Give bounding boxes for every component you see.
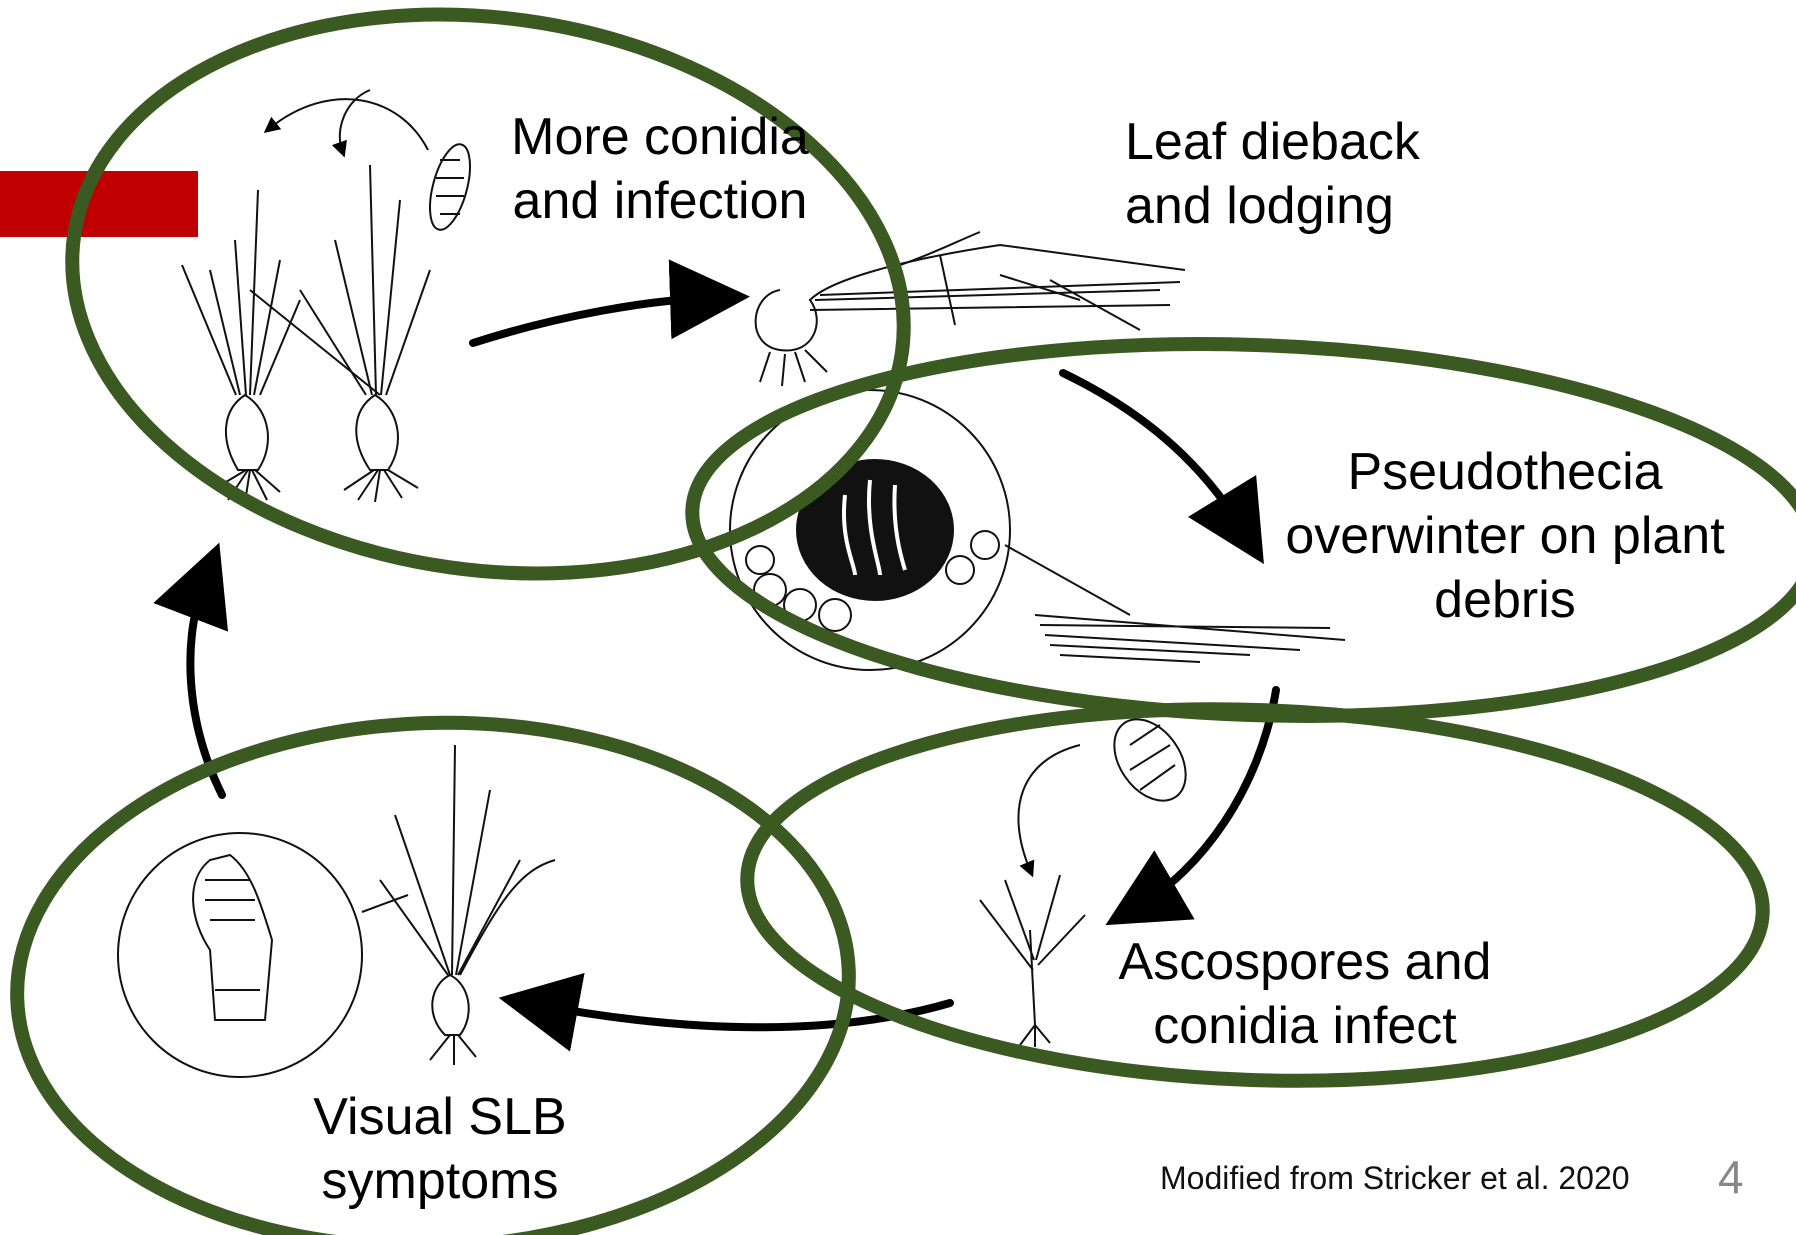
arrow-to-ascospores [1140, 690, 1276, 905]
page-number: 4 [1718, 1150, 1744, 1204]
label-pseudothecia-line2: overwinter on plant [1265, 504, 1745, 568]
label-more-conidia-line2: and infection [485, 169, 835, 233]
label-ascospores: Ascospores and conidia infect [1100, 930, 1510, 1058]
symptomatic-plant-illustration [118, 745, 555, 1077]
arrow-to-pseudothecia [1063, 373, 1243, 530]
onion-plants-illustration [182, 90, 478, 502]
label-pseudothecia-line1: Pseudothecia [1265, 440, 1745, 504]
label-leaf-dieback-line2: and lodging [1125, 174, 1420, 238]
label-ascospores-line1: Ascospores and [1100, 930, 1510, 994]
label-more-conidia: More conidia and infection [485, 105, 835, 233]
label-leaf-dieback: Leaf dieback and lodging [1125, 110, 1420, 238]
label-visual-slb-line1: Visual SLB [290, 1085, 590, 1149]
source-credit: Modified from Stricker et al. 2020 [1160, 1160, 1630, 1197]
label-visual-slb-line2: symptoms [290, 1149, 590, 1213]
label-pseudothecia: Pseudothecia overwinter on plant debris [1265, 440, 1745, 632]
label-more-conidia-line1: More conidia [485, 105, 835, 169]
cycle-arrows [190, 298, 1276, 1027]
label-leaf-dieback-line1: Leaf dieback [1125, 110, 1420, 174]
label-pseudothecia-line3: debris [1265, 568, 1745, 632]
label-ascospores-line2: conidia infect [1100, 994, 1510, 1058]
arrow-to-dieback [473, 298, 710, 343]
label-visual-slb: Visual SLB symptoms [290, 1085, 590, 1213]
